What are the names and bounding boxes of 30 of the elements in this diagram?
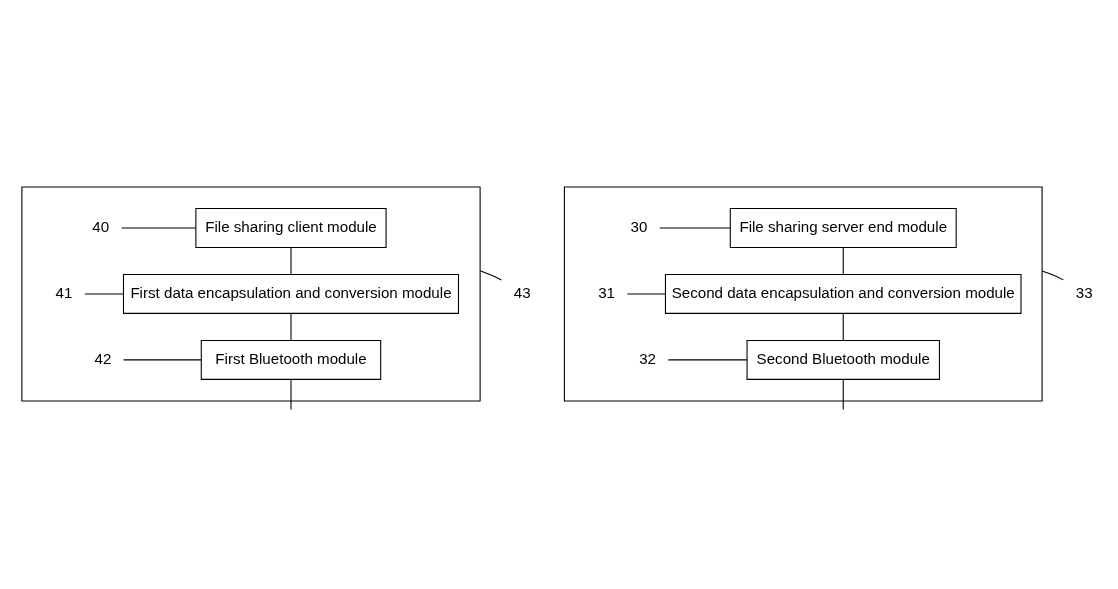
connector — [290, 312, 292, 341]
node-box: Second data encapsulation and conversion module — [664, 273, 1022, 314]
connector — [667, 359, 748, 361]
connector — [659, 227, 731, 229]
connector — [1041, 270, 1064, 281]
node-box: Second Bluetooth module — [746, 339, 940, 380]
node-box: First Bluetooth module — [200, 339, 382, 380]
connector — [842, 378, 844, 411]
cluster — [563, 186, 1043, 402]
node-text: 43 — [513, 283, 531, 301]
node-text: 30 — [630, 218, 648, 236]
node-text: 31 — [598, 283, 615, 301]
connector — [122, 359, 202, 361]
connector — [84, 293, 124, 295]
connector — [121, 227, 197, 229]
node-text: 41 — [55, 283, 73, 301]
node-text: 40 — [92, 218, 110, 236]
connector — [479, 270, 502, 281]
node-text: 32 — [639, 349, 657, 367]
connector — [842, 312, 844, 341]
node-box: File sharing server end module — [729, 208, 957, 249]
node-box: First data encapsulation and conversion module — [122, 273, 460, 314]
node-text: 33 — [1075, 283, 1093, 301]
connector — [626, 293, 666, 295]
connector — [842, 247, 844, 275]
node-text: 42 — [94, 349, 112, 367]
connector — [290, 378, 292, 411]
node-box: File sharing client module — [195, 208, 387, 249]
connector — [290, 247, 292, 275]
cluster — [21, 186, 481, 402]
